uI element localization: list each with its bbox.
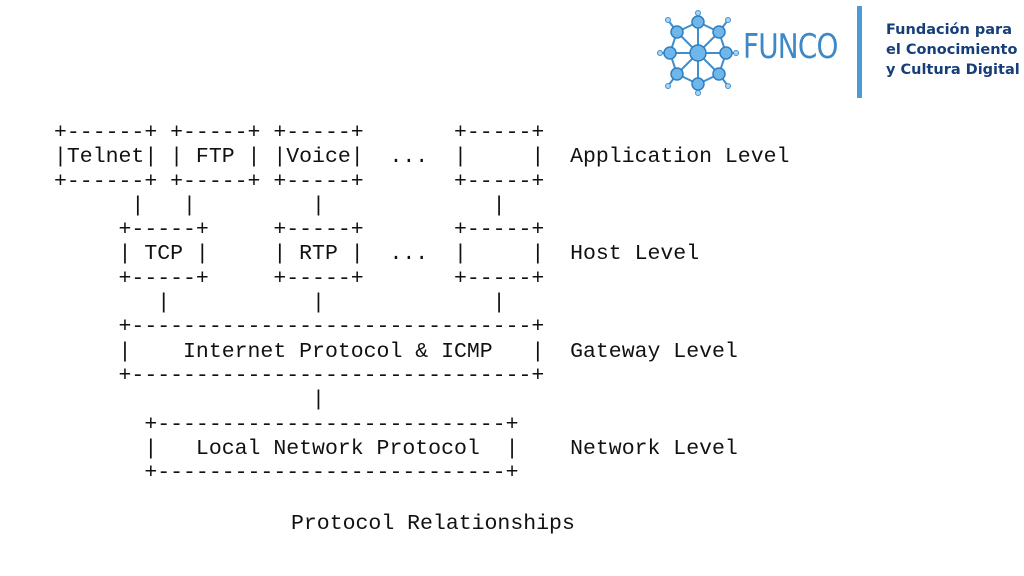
logo-tagline: Fundación para el Conocimiento y Cultura… [886, 20, 1020, 80]
logo-tagline-line: Fundación para [886, 22, 1012, 38]
diagram-caption: Protocol Relationships [291, 512, 575, 536]
protocol-layer-diagram: +------+ +-----+ +-----+ +-----+ |Telnet… [54, 121, 790, 486]
logo-wordmark: FUNCO [743, 27, 838, 67]
logo-divider [857, 6, 862, 98]
logo-tagline-line: y Cultura Digital [886, 62, 1020, 78]
funco-logo: FUNCO Fundación para el Conocimiento y C… [655, 6, 1020, 98]
network-globe-icon [657, 10, 739, 96]
logo-tagline-line: el Conocimiento [886, 42, 1018, 58]
